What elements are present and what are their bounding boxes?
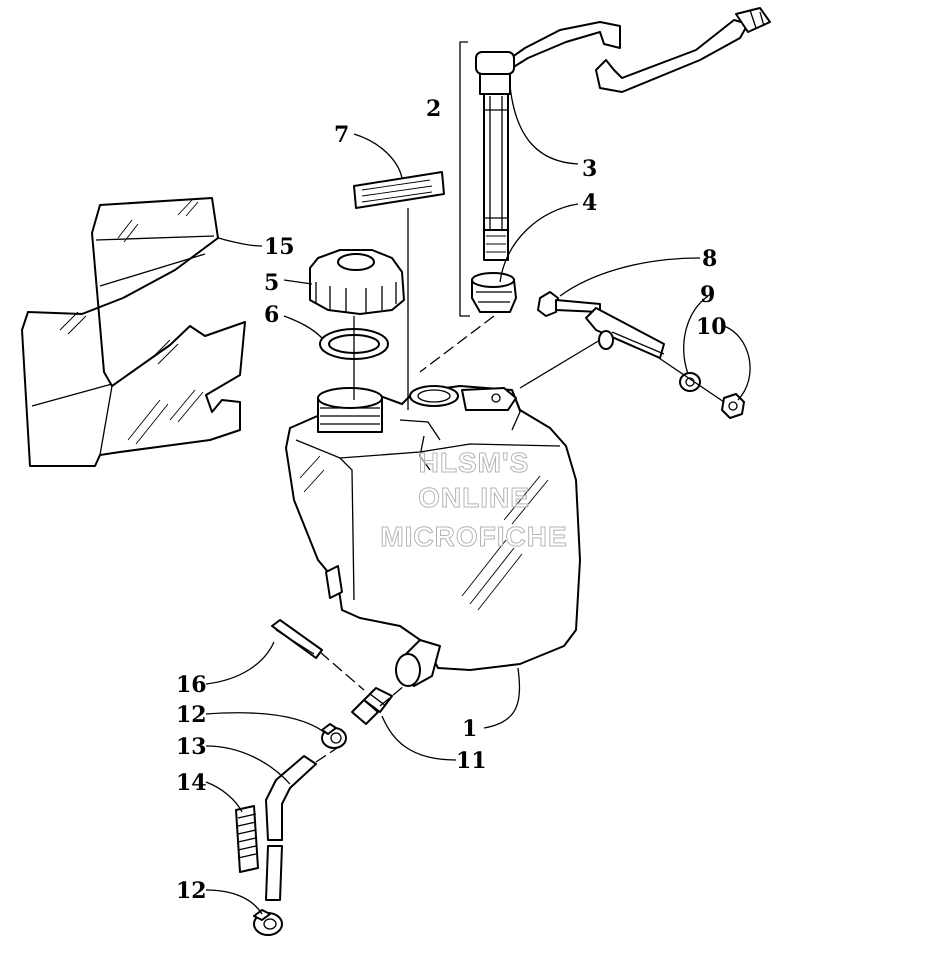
part-bushing bbox=[585, 307, 665, 359]
part-13-hose bbox=[265, 755, 317, 901]
callout-11: 11 bbox=[456, 748, 487, 774]
callout-4: 4 bbox=[582, 190, 597, 216]
callout-12-upper: 12 bbox=[176, 702, 207, 728]
callout-1: 1 bbox=[462, 716, 477, 742]
callout-6: 6 bbox=[264, 302, 279, 328]
leader-6 bbox=[283, 315, 323, 339]
watermark-line-1: HLSM'S bbox=[419, 447, 530, 478]
part-14-spring bbox=[235, 805, 259, 873]
callout-7: 7 bbox=[334, 122, 349, 148]
leader-15 bbox=[217, 237, 263, 247]
part-2-fuel-sender bbox=[471, 7, 771, 313]
callout-3: 3 bbox=[582, 156, 597, 182]
callout-9: 9 bbox=[700, 282, 715, 308]
assy-line-fitting bbox=[379, 685, 405, 707]
callout-16: 16 bbox=[176, 672, 207, 698]
callout-5: 5 bbox=[264, 270, 279, 296]
part-8-bolt bbox=[537, 291, 601, 317]
callout-14: 14 bbox=[176, 770, 207, 796]
part-15-shield bbox=[21, 197, 246, 467]
callout-2: 2 bbox=[426, 96, 441, 122]
leader-10 bbox=[723, 325, 751, 401]
leader-11 bbox=[381, 715, 457, 761]
part-11-fitting bbox=[351, 687, 393, 725]
callout-15: 15 bbox=[264, 234, 295, 260]
callout-13: 13 bbox=[176, 734, 207, 760]
leader-1 bbox=[483, 667, 521, 729]
part-5-fuel-cap bbox=[309, 249, 405, 315]
assy-line-bolt bbox=[519, 339, 601, 389]
part-7-decal bbox=[353, 171, 445, 209]
leader-13 bbox=[205, 745, 291, 785]
leader-8 bbox=[559, 257, 701, 297]
assy-line-washer bbox=[655, 355, 725, 403]
leader-4 bbox=[499, 203, 579, 283]
part-9-washer bbox=[679, 372, 701, 392]
part-12-clamp-lower bbox=[253, 909, 283, 936]
part-12-clamp-upper bbox=[321, 723, 347, 749]
leader-5 bbox=[283, 279, 313, 285]
leader-16 bbox=[205, 641, 275, 685]
part-16-clip bbox=[271, 619, 323, 659]
part-1-fuel-tank bbox=[285, 385, 581, 687]
callout-8: 8 bbox=[702, 246, 717, 272]
assy-line-clip bbox=[319, 651, 365, 691]
watermark-line-3: MICROFICHE bbox=[380, 521, 567, 552]
leader-3 bbox=[509, 85, 579, 165]
leader-9 bbox=[683, 295, 709, 375]
callout-10: 10 bbox=[696, 314, 727, 340]
leader-12a bbox=[205, 712, 325, 733]
assy-line-hose bbox=[315, 745, 341, 763]
leader-12b bbox=[205, 889, 263, 915]
leader-7 bbox=[353, 133, 403, 179]
callout-12-lower: 12 bbox=[176, 878, 207, 904]
leader-2-bracket bbox=[459, 41, 470, 317]
assy-line-sender bbox=[419, 315, 495, 373]
watermark-line-2: ONLINE bbox=[418, 482, 530, 513]
leader-14 bbox=[205, 781, 243, 813]
